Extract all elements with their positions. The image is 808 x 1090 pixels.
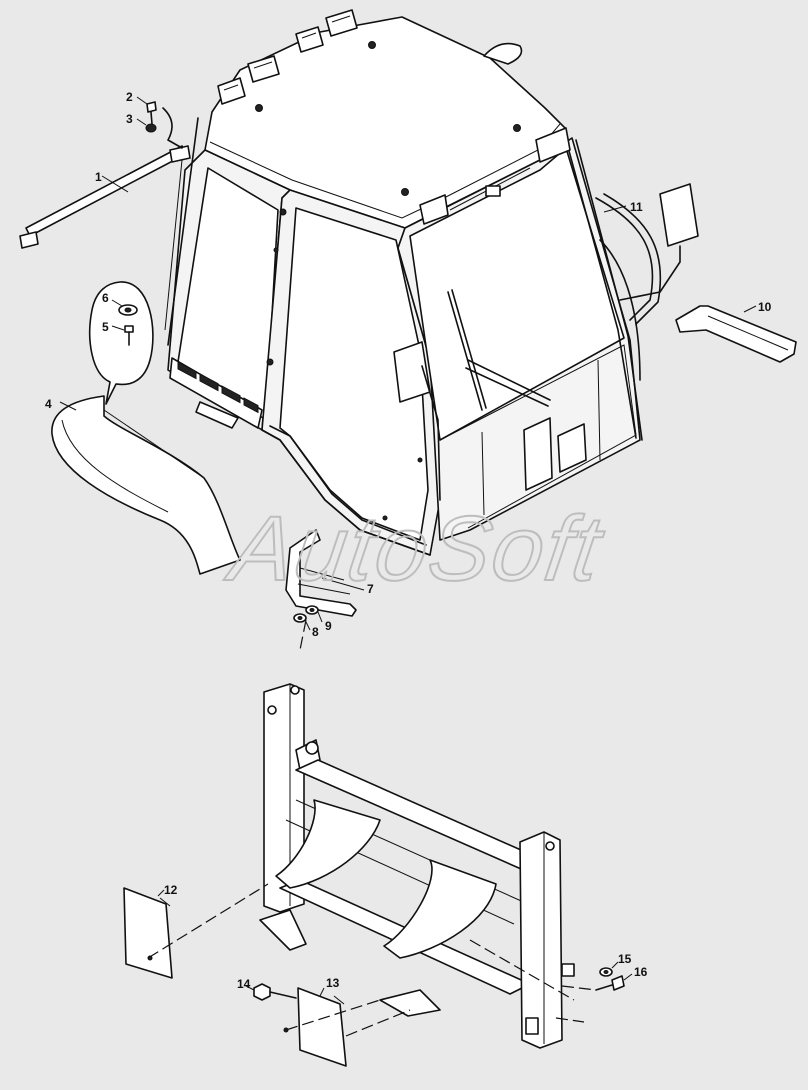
callout-9: 9	[325, 619, 332, 633]
frame-cradle-left	[275, 799, 381, 889]
callout-14: 14	[237, 977, 251, 991]
part-4-fender	[51, 395, 241, 575]
work-light	[247, 55, 280, 83]
callout-7: 7	[367, 582, 374, 596]
part-12-side-panel	[123, 887, 173, 979]
work-light	[325, 9, 358, 37]
part-1-support-bar	[19, 145, 191, 249]
part-8-bolt	[293, 613, 311, 631]
callout-6: 6	[102, 291, 109, 305]
part-10-mirror-bracket	[675, 305, 797, 363]
beacon-mount	[483, 42, 523, 65]
callout-10: 10	[758, 300, 772, 314]
part-16-bolt	[595, 973, 633, 991]
part-11-right-mirror	[595, 183, 699, 381]
assembly-dash-lines	[147, 619, 597, 1037]
frame-right-post	[519, 831, 563, 1049]
door-glass	[279, 207, 429, 541]
part-13-side-panel	[283, 987, 347, 1067]
part-9-washer	[305, 605, 323, 623]
part-3-washer	[136, 107, 183, 149]
part-14-nut	[245, 983, 297, 1001]
callout-11: 11	[630, 200, 643, 214]
callout-2: 2	[126, 90, 133, 104]
callout-4: 4	[45, 397, 52, 411]
callout-13: 13	[326, 976, 340, 990]
callout-15: 15	[618, 952, 632, 966]
frame-cradle-right	[383, 859, 497, 959]
wiper-blade	[447, 291, 483, 411]
work-light	[217, 77, 246, 105]
rops-frame-assembly	[259, 683, 575, 1049]
work-light	[295, 26, 324, 53]
callout-8: 8	[312, 625, 319, 639]
callout-1: 1	[95, 170, 102, 184]
callout-16: 16	[634, 965, 648, 979]
callout-12: 12	[164, 883, 178, 897]
callout-5: 5	[102, 320, 109, 334]
part-2-bolt	[136, 96, 157, 125]
watermark: AutoSoft	[220, 496, 610, 599]
windshield	[409, 147, 625, 441]
wiper-arm	[467, 359, 551, 401]
callout-3: 3	[126, 112, 133, 126]
detail-bubble-5-6	[89, 281, 154, 405]
cab-assembly	[164, 9, 643, 556]
part-7-step-bracket	[285, 529, 365, 617]
part-15-washer	[599, 961, 619, 977]
